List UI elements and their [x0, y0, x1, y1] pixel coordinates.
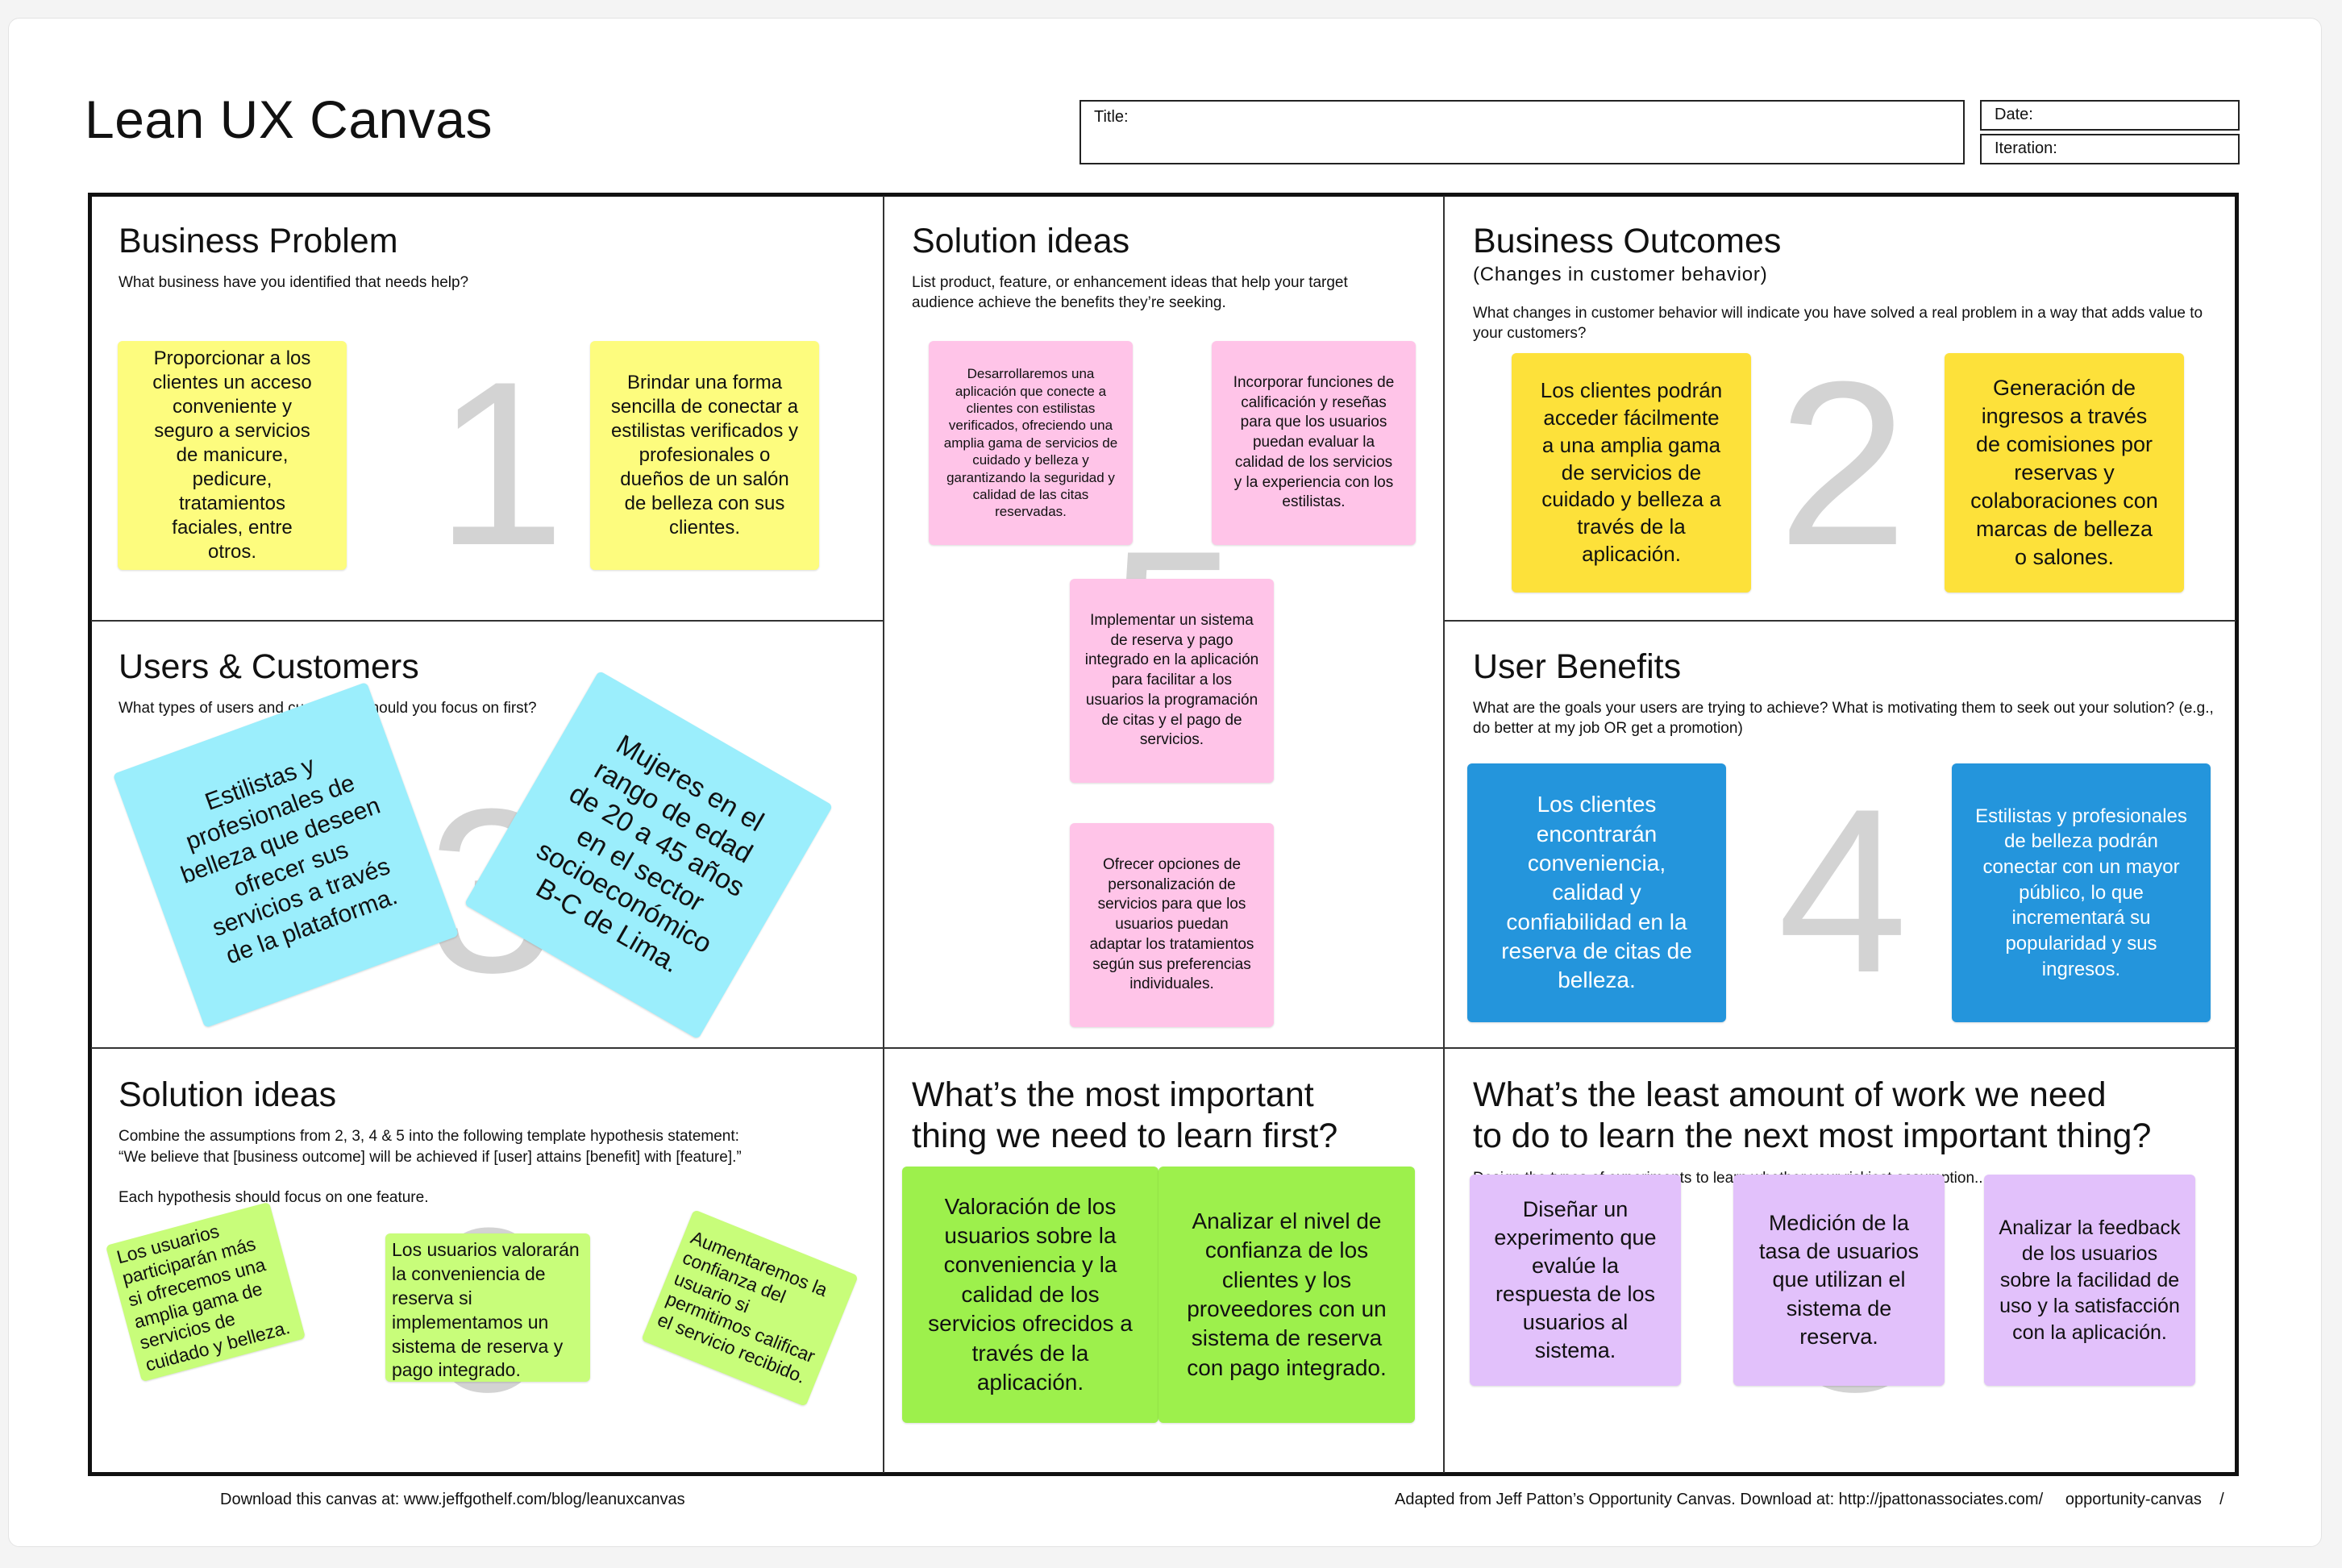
- footer-attribution-link[interactable]: Adapted from Jeff Patton’s Opportunity C…: [1395, 1491, 2224, 1508]
- section-number: 1: [435, 333, 566, 594]
- sticky-note[interactable]: Analizar la feedback de los usuarios sob…: [1984, 1175, 2195, 1386]
- sticky-note-text: Valoración de los usuarios sobre la conv…: [928, 1193, 1133, 1395]
- sticky-note[interactable]: Desarrollaremos una aplicación que conec…: [929, 341, 1133, 545]
- canvas-title: Lean UX Canvas: [85, 89, 493, 149]
- business-problem-desc: What business have you identified that n…: [119, 274, 469, 291]
- sticky-note[interactable]: Generación de ingresos a través de comis…: [1945, 353, 2184, 593]
- sticky-note-text: Medición de la tasa de usuarios que util…: [1758, 1211, 1920, 1349]
- footer-download-link[interactable]: Download this canvas at: www.jeffgothelf…: [220, 1491, 685, 1508]
- sticky-note[interactable]: Incorporar funciones de calificación y r…: [1212, 341, 1416, 545]
- sticky-note-text: Brindar una forma sencilla de conectar a…: [610, 372, 799, 539]
- sticky-note-text: Incorporar funciones de calificación y r…: [1233, 374, 1395, 511]
- sticky-note[interactable]: Los clientes podrán acceder fácilmente a…: [1512, 353, 1751, 593]
- business-outcomes-subtitle: (Changes in customer behavior): [1473, 264, 1768, 285]
- sticky-note-text: Desarrollaremos una aplicación que conec…: [943, 366, 1118, 520]
- sticky-note[interactable]: Diseñar un experimento que evalúe la res…: [1470, 1175, 1681, 1386]
- hypotheses-desc-1: Combine the assumptions from 2, 3, 4 & 5…: [119, 1128, 739, 1145]
- divider: [91, 620, 883, 622]
- sticky-note[interactable]: Analizar el nivel de confianza de los cl…: [1159, 1167, 1415, 1423]
- business-problem-title: Business Problem: [119, 222, 398, 260]
- learn-first-title-1: What’s the most important: [912, 1075, 1314, 1114]
- date-field[interactable]: Date:: [1980, 100, 2240, 131]
- sticky-note-text: Los clientes podrán acceder fácilmente a…: [1540, 378, 1723, 566]
- users-customers-desc: What types of users and customers should…: [119, 700, 537, 717]
- sticky-note-text: Ofrecer opciones de personalización de s…: [1089, 856, 1254, 993]
- sticky-note[interactable]: Ofrecer opciones de personalización de s…: [1070, 823, 1274, 1027]
- title-label: Title:: [1094, 108, 1129, 126]
- hypotheses-title: Solution ideas: [119, 1075, 337, 1114]
- section-number: 4: [1778, 760, 1908, 1021]
- business-outcomes-desc: What changes in customer behavior will i…: [1473, 305, 2203, 342]
- sticky-note-text: Analizar el nivel de confianza de los cl…: [1187, 1208, 1387, 1380]
- sticky-note[interactable]: Medición de la tasa de usuarios que util…: [1733, 1175, 1945, 1386]
- sticky-note[interactable]: Los usuarios valorarán la conveniencia d…: [385, 1233, 590, 1382]
- user-benefits-desc: What are the goals your users are trying…: [1473, 700, 2214, 737]
- hypotheses-desc-2: “We believe that [business outcome] will…: [119, 1149, 742, 1166]
- sticky-note[interactable]: Implementar un sistema de reserva y pago…: [1070, 579, 1274, 783]
- user-benefits-title: User Benefits: [1473, 647, 1682, 686]
- users-customers-title: Users & Customers: [119, 647, 419, 686]
- sticky-note[interactable]: Los clientes encontrarán conveniencia, c…: [1467, 763, 1726, 1022]
- sticky-note-text: Estilistas y profesionales de belleza qu…: [177, 751, 401, 970]
- sticky-note-text: Estilistas y profesionales de belleza po…: [1975, 805, 2187, 980]
- sticky-note-text: Los usuarios valorarán la conveniencia d…: [392, 1239, 580, 1381]
- least-work-title-2: to do to learn the next most important t…: [1473, 1117, 2152, 1155]
- solution-ideas-desc: List product, feature, or enhancement id…: [912, 274, 1348, 311]
- sticky-note-text: Proporcionar a los clientes un acceso co…: [152, 347, 312, 563]
- section-number: 2: [1778, 333, 1908, 594]
- divider: [883, 196, 884, 1473]
- title-field[interactable]: Title:: [1079, 100, 1965, 164]
- sticky-note-text: Los clientes encontrarán conveniencia, c…: [1501, 792, 1692, 993]
- sticky-note-text: Mujeres en el rango de edad de 20 a 45 a…: [530, 729, 769, 979]
- divider: [91, 1047, 2236, 1049]
- hypotheses-desc-3: Each hypothesis should focus on one feat…: [119, 1189, 429, 1206]
- sticky-note[interactable]: Proporcionar a los clientes un acceso co…: [118, 341, 347, 570]
- sticky-note[interactable]: Valoración de los usuarios sobre la conv…: [902, 1167, 1159, 1423]
- business-outcomes-title: Business Outcomes: [1473, 222, 1782, 260]
- sticky-note-text: Generación de ingresos a través de comis…: [1970, 375, 2158, 570]
- divider: [1443, 196, 1445, 1473]
- iteration-field[interactable]: Iteration:: [1980, 134, 2240, 164]
- canvas-grid: [88, 193, 2239, 1476]
- solution-ideas-title: Solution ideas: [912, 222, 1130, 260]
- date-label: Date:: [1995, 106, 2033, 123]
- learn-first-title-2: thing we need to learn first?: [912, 1117, 1338, 1155]
- least-work-title-1: What’s the least amount of work we need: [1473, 1075, 2107, 1114]
- divider: [1444, 620, 2236, 622]
- sticky-note[interactable]: Brindar una forma sencilla de conectar a…: [590, 341, 819, 570]
- sticky-note-text: Diseñar un experimento que evalúe la res…: [1494, 1196, 1657, 1363]
- iteration-label: Iteration:: [1995, 139, 2057, 157]
- sticky-note-text: Implementar un sistema de reserva y pago…: [1084, 612, 1259, 749]
- sticky-note-text: Analizar la feedback de los usuarios sob…: [1999, 1216, 2181, 1344]
- sticky-note[interactable]: Estilistas y profesionales de belleza po…: [1952, 763, 2211, 1022]
